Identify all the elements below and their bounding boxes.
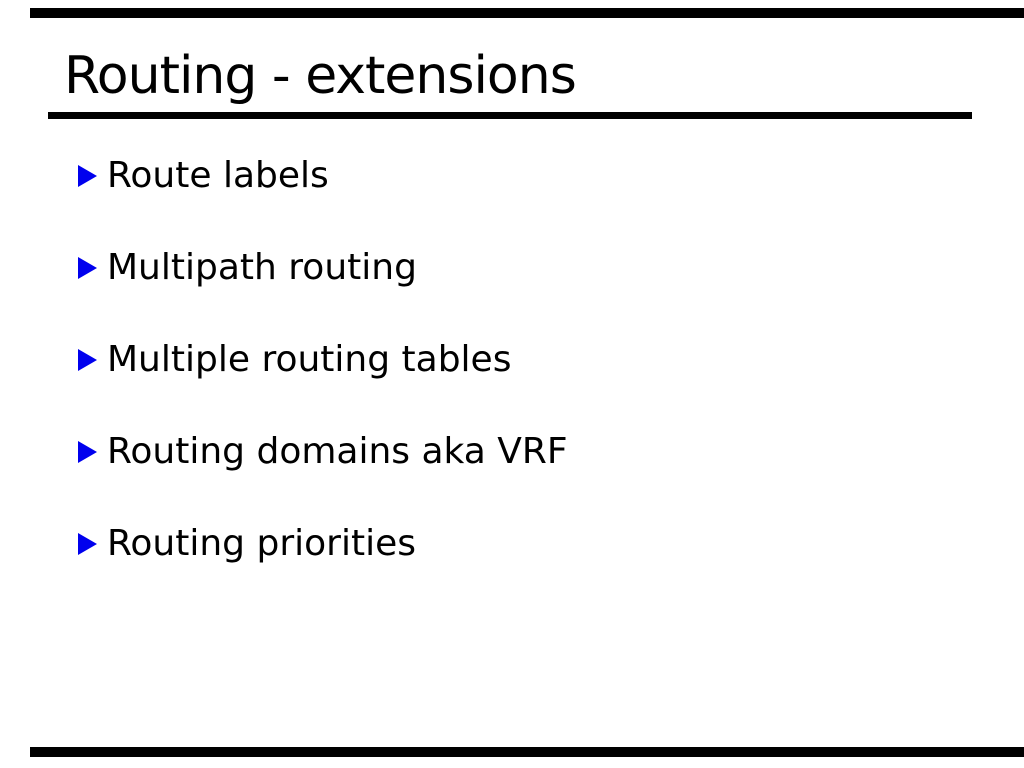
- bullet-label: Routing domains aka VRF: [107, 431, 568, 472]
- bullet-item-routing-priorities: Routing priorities: [78, 522, 416, 566]
- bullet-item-routing-domains: Routing domains aka VRF: [78, 430, 568, 474]
- bullet-triangle-icon: [78, 349, 97, 371]
- bullet-triangle-icon: [78, 533, 97, 555]
- bullet-item-multipath-routing: Multipath routing: [78, 246, 417, 290]
- bullet-label: Multipath routing: [107, 247, 417, 288]
- bottom-border-bar: [30, 747, 1024, 757]
- top-border-bar: [30, 8, 1024, 18]
- bullet-triangle-icon: [78, 257, 97, 279]
- bullet-item-route-labels: Route labels: [78, 154, 329, 198]
- bullet-triangle-icon: [78, 441, 97, 463]
- bullet-label: Multiple routing tables: [107, 339, 512, 380]
- bullet-label: Routing priorities: [107, 523, 416, 564]
- bullet-item-multiple-routing-tables: Multiple routing tables: [78, 338, 511, 382]
- title-underline-rule: [48, 112, 972, 119]
- bullet-triangle-icon: [78, 165, 97, 187]
- bullet-label: Route labels: [107, 155, 329, 196]
- slide-title: Routing - extensions: [64, 46, 577, 106]
